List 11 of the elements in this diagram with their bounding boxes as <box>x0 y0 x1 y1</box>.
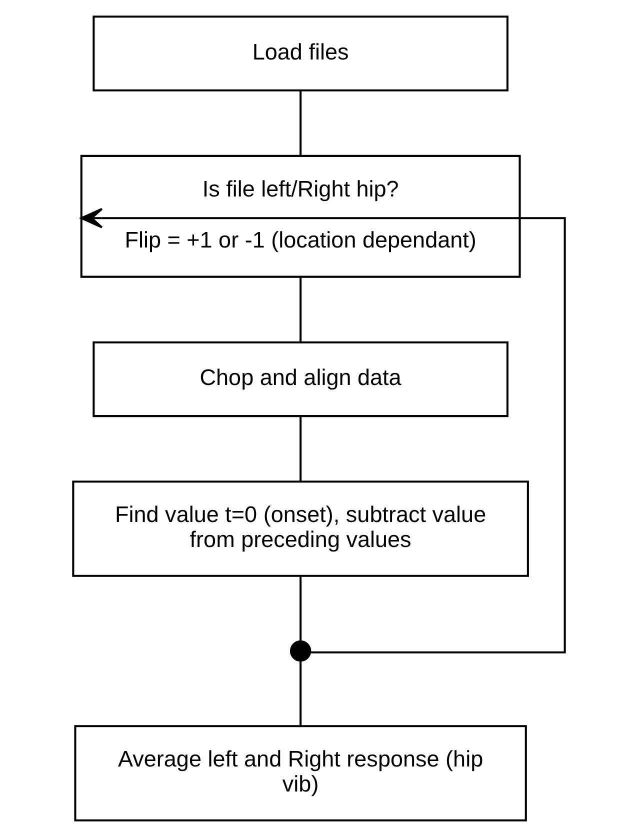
node-box: Find value t=0 (onset), subtract value from preceding values <box>72 480 529 577</box>
node-circle <box>290 640 312 662</box>
node-box: Chop and align data <box>92 341 508 418</box>
arrow <box>80 208 566 654</box>
connector <box>300 416 302 482</box>
node-box: Load files <box>92 16 508 92</box>
connector <box>300 90 302 156</box>
connector <box>300 277 302 342</box>
connector <box>300 576 302 641</box>
node-box: Average left and Right response (hip vib) <box>74 725 527 822</box>
connector <box>300 660 302 726</box>
